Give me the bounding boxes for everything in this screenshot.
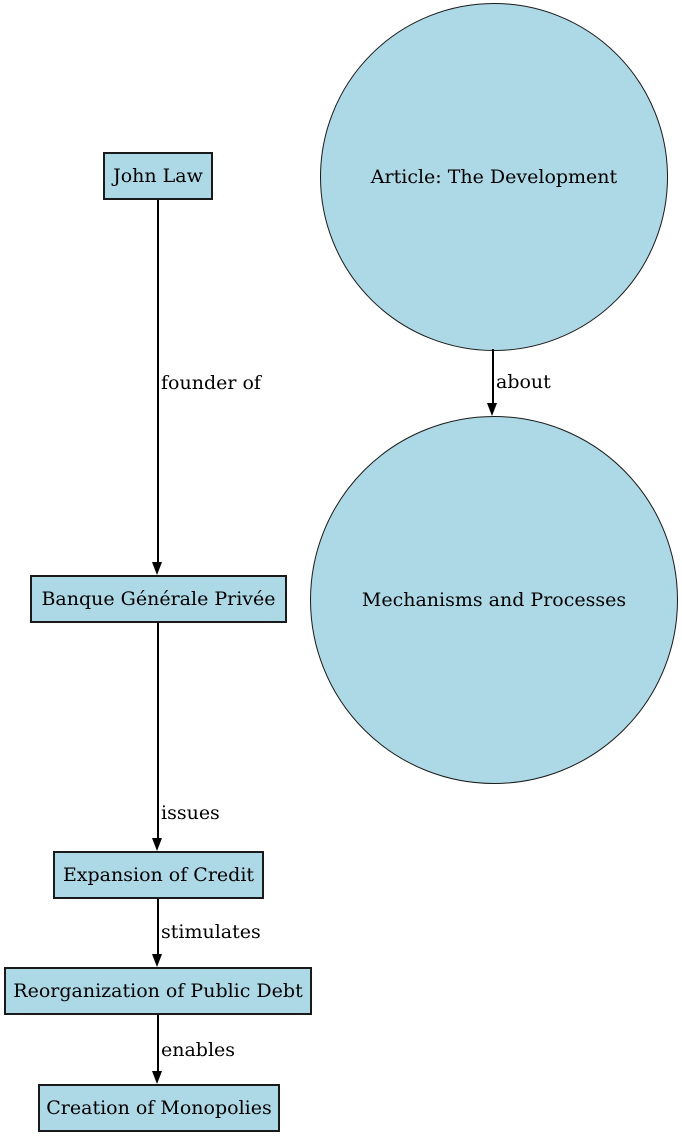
- node-reorganization-of-public-debt: Reorganization of Public Debt: [4, 967, 312, 1015]
- node-label: Banque Générale Privée: [41, 588, 276, 610]
- edge-label-founder-of: founder of: [161, 372, 261, 394]
- node-label: Reorganization of Public Debt: [13, 980, 303, 1002]
- node-label: Mechanisms and Processes: [361, 589, 627, 611]
- edge-founder-of-line: [157, 200, 159, 563]
- arrowhead-icon: [152, 562, 162, 575]
- edge-enables-line: [157, 1015, 159, 1071]
- edge-label-about: about: [496, 371, 551, 393]
- node-label: John Law: [113, 165, 203, 187]
- arrowhead-icon: [152, 954, 162, 967]
- edge-issues-line: [157, 623, 159, 838]
- arrowhead-icon: [152, 1071, 162, 1084]
- node-john-law: John Law: [103, 152, 213, 200]
- edge-about-line: [492, 349, 494, 403]
- edge-label-stimulates: stimulates: [161, 921, 261, 943]
- arrowhead-icon: [152, 838, 162, 851]
- node-label: Article: The Development: [370, 166, 618, 188]
- node-mechanisms-and-processes: Mechanisms and Processes: [310, 416, 678, 784]
- edge-label-issues: issues: [161, 802, 220, 824]
- node-creation-of-monopolies: Creation of Monopolies: [38, 1084, 280, 1132]
- edge-label-enables: enables: [161, 1039, 236, 1061]
- arrowhead-icon: [487, 403, 497, 416]
- node-banque-generale-privee: Banque Générale Privée: [30, 575, 287, 623]
- node-label: Expansion of Credit: [62, 864, 255, 886]
- edge-stimulates-line: [157, 899, 159, 954]
- node-article: Article: The Development: [320, 3, 668, 351]
- node-expansion-of-credit: Expansion of Credit: [53, 851, 264, 899]
- node-label: Creation of Monopolies: [46, 1097, 272, 1119]
